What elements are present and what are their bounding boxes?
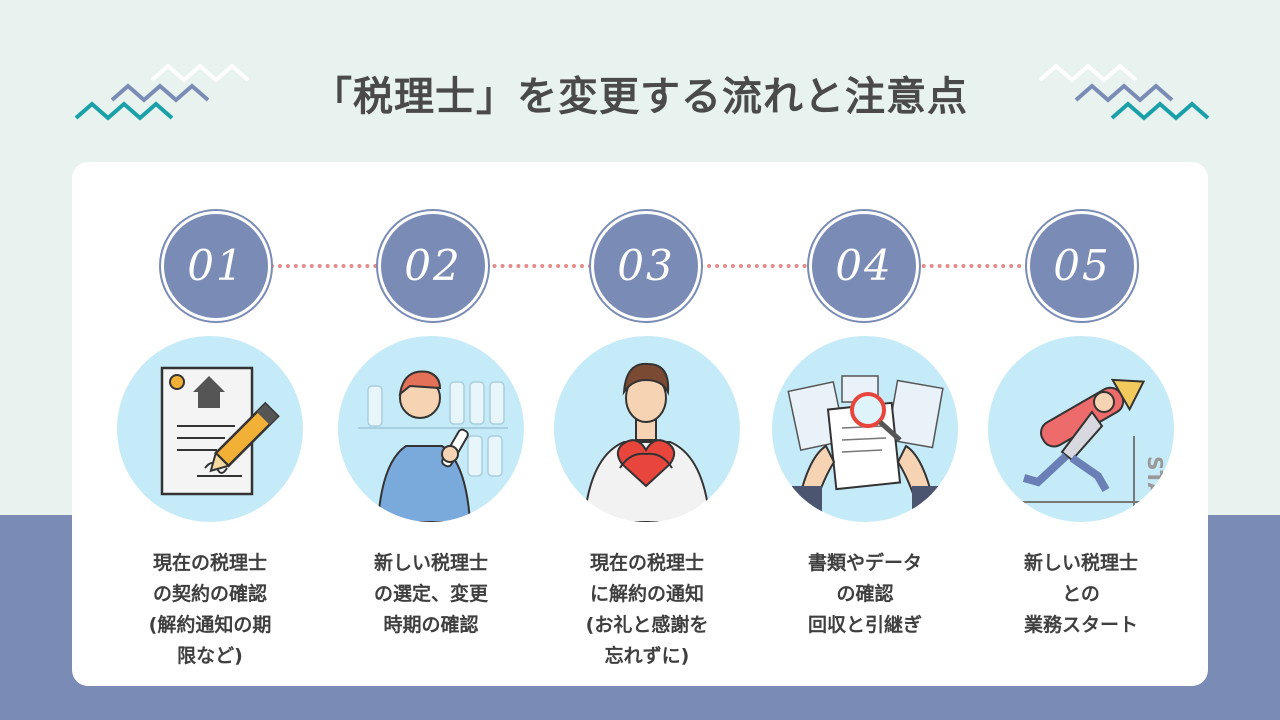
step-label-5: 新しい税理士との業務スタート: [1023, 552, 1138, 636]
step-number-5: 05: [1030, 214, 1134, 318]
start-sign-text: START: [1143, 456, 1167, 522]
zigzag-decoration-right: [1038, 63, 1210, 121]
documents-magnifier-icon: [772, 336, 958, 522]
runner-start-rocket-icon: START: [988, 336, 1174, 522]
page-title: 「税理士」を変更する流れと注意点: [312, 74, 968, 120]
person-heart-gratitude-icon: [554, 336, 740, 522]
step-number-3: 03: [594, 214, 698, 318]
step-label-1: 現在の税理士の契約の確認(解約通知の期限など): [148, 552, 272, 667]
step-number-1: 01: [164, 214, 268, 318]
zigzag-decoration-left: [74, 63, 250, 121]
step-number-4: 04: [812, 214, 916, 318]
contract-signing-icon: [117, 336, 303, 522]
step-number-2: 02: [381, 214, 485, 318]
step-label-2: 新しい税理士の選定、変更時期の確認: [373, 552, 488, 636]
person-choosing-product-icon: [338, 336, 524, 522]
step-label-3: 現在の税理士に解約の通知(お礼と感謝を忘れずに): [585, 552, 709, 667]
step-label-4: 書類やデータの確認回収と引継ぎ: [807, 552, 922, 636]
